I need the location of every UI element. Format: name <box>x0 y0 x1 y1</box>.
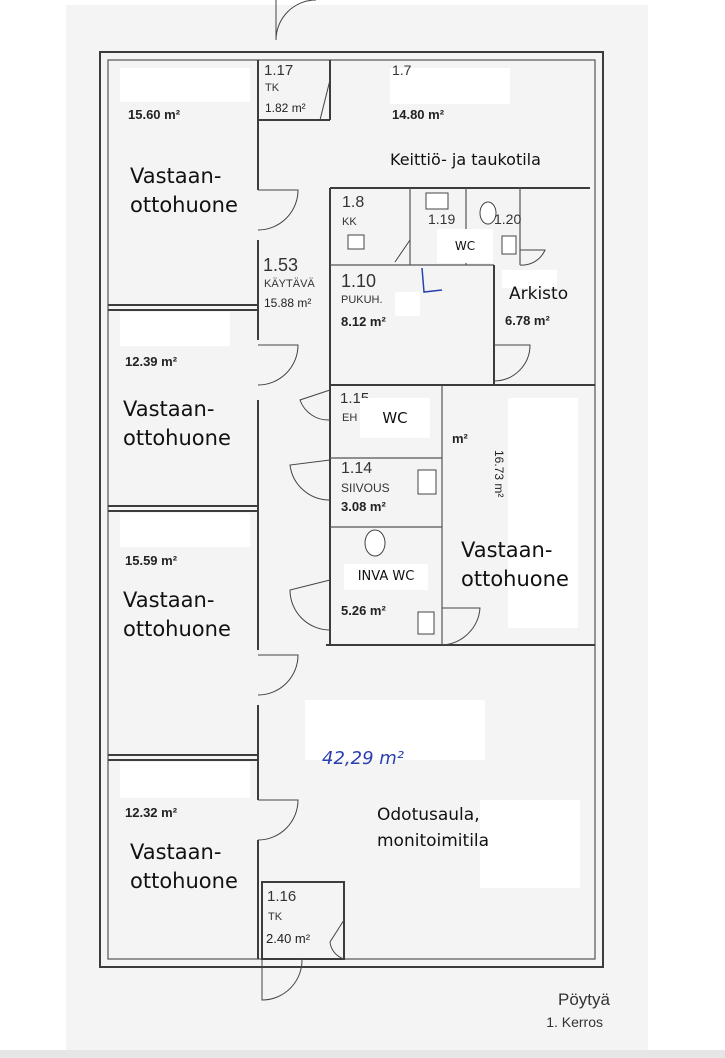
room-label: Vastaan- ottohuone <box>130 164 238 217</box>
redaction-box <box>120 68 250 102</box>
room-label: Vastaan- ottohuone <box>461 538 569 591</box>
sink-fixture <box>425 192 449 210</box>
room-label: Odotusaula, monitoimitila <box>377 805 490 851</box>
room-label: Vastaan- ottohuone <box>130 840 238 893</box>
redaction-box <box>395 292 420 316</box>
room-area: 15.88 m² <box>264 296 312 310</box>
toilet-fixture <box>364 529 386 557</box>
redaction-box <box>390 68 510 104</box>
room-area: 12.39 m² <box>125 354 178 369</box>
room-number: 1.20 <box>494 211 522 227</box>
room-label: Keittiö- ja taukotila <box>390 150 541 169</box>
room-area-unit: m² <box>452 431 468 446</box>
room-area: 6.78 m² <box>505 313 550 328</box>
room-label: Vastaan- ottohuone <box>123 397 231 450</box>
door-swing <box>329 919 345 960</box>
handwritten-area: 42,29 m² <box>322 748 405 769</box>
room-area: 2.40 m² <box>266 931 311 946</box>
room-code: EH <box>342 412 358 424</box>
redaction-box <box>480 800 580 888</box>
wc-label: INVA WC <box>344 564 428 590</box>
room-area: 16.73 m² <box>492 450 506 498</box>
room-number: 1.16 <box>267 888 297 905</box>
door-swing <box>319 79 331 121</box>
room-code: SIIVOUS <box>341 481 390 495</box>
room-number: 1.53 <box>263 255 299 275</box>
wc-label: WC <box>360 398 430 438</box>
room-area: 3.08 m² <box>341 499 386 514</box>
plan-floor: 1. Kerros <box>546 1014 603 1030</box>
room-area: 15.59 m² <box>125 553 178 568</box>
sink-fixture <box>501 235 517 255</box>
room-code: PUKUH. <box>341 294 383 306</box>
outer-wall <box>99 51 604 968</box>
toilet-fixture <box>479 201 497 225</box>
room-number: 1.7 <box>392 62 412 78</box>
door-swing <box>493 344 531 382</box>
door-swing <box>299 389 331 421</box>
door-swing <box>261 958 303 1001</box>
page-bottom-strip <box>0 1050 725 1058</box>
room-area: 12.32 m² <box>125 805 178 820</box>
redaction-box <box>120 762 250 798</box>
hand-mark <box>421 267 443 293</box>
sink-fixture <box>347 234 365 250</box>
room-area: 1.82 m² <box>265 101 306 115</box>
room-number: 1.8 <box>342 194 365 211</box>
room-area: 14.80 m² <box>392 107 445 122</box>
room-area: 15.60 m² <box>128 107 181 122</box>
door-swing <box>275 0 317 41</box>
room-code: KÄYTÄVÄ <box>264 278 315 290</box>
sink-fixture <box>417 469 437 495</box>
sink-fixture <box>417 611 435 635</box>
room-number: 1.14 <box>341 460 373 477</box>
plan-location: Pöytyä <box>558 990 610 1009</box>
room-label: Arkisto <box>509 284 569 304</box>
room-number: 1.10 <box>341 271 377 291</box>
redaction-box <box>508 398 578 628</box>
room-code: KK <box>342 216 357 228</box>
room-label: Vastaan- ottohuone <box>123 588 231 641</box>
door-swing <box>519 249 546 266</box>
room-area: 8.12 m² <box>341 314 386 329</box>
door-swing <box>441 607 481 646</box>
door-swing <box>289 579 331 631</box>
room-area: 5.26 m² <box>341 603 386 618</box>
door-swing <box>257 799 299 841</box>
door-swing <box>257 654 299 696</box>
door-swing <box>257 189 299 231</box>
outer-wall-inner <box>107 59 596 960</box>
door-swing <box>394 239 411 263</box>
room-code: TK <box>265 82 280 94</box>
redaction-box <box>502 270 557 288</box>
redaction-box <box>120 312 230 346</box>
door-swing <box>289 459 331 501</box>
redaction-box <box>305 700 485 760</box>
door-swing <box>257 344 299 386</box>
redaction-box <box>120 513 250 547</box>
room-number: 1.19 <box>428 211 456 227</box>
wc-label: WC <box>437 229 493 263</box>
room-code: TK <box>268 911 283 923</box>
room-number: 1.17 <box>264 62 294 79</box>
